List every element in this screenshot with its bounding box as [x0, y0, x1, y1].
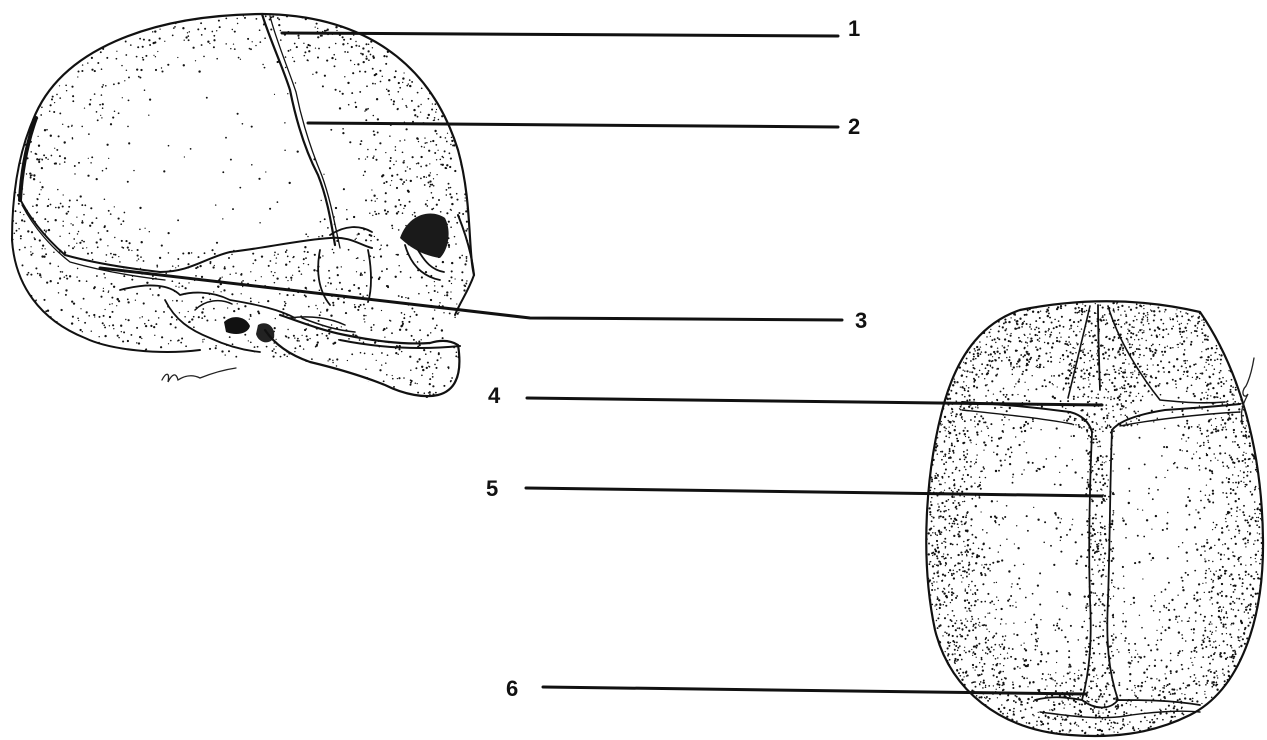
- label-4: 4: [488, 383, 501, 408]
- coronal-suture: [262, 14, 335, 245]
- superior-skull-view: [919, 295, 1267, 740]
- leader-line-5: [526, 488, 1102, 496]
- label-5: 5: [486, 476, 498, 501]
- label-2: 2: [848, 114, 860, 139]
- external-ear-opening: [224, 317, 250, 334]
- leader-line-4: [527, 398, 1102, 405]
- label-3: 3: [855, 308, 867, 333]
- lateral-skull-view: [9, 11, 477, 401]
- leader-line-2: [308, 123, 838, 127]
- artist-signature-superior: [1241, 358, 1254, 420]
- label-1: 1: [848, 16, 860, 41]
- leader-line-6: [543, 687, 1086, 694]
- artist-signature: [162, 368, 236, 382]
- label-6: 6: [506, 676, 518, 701]
- labels: 1 2 3 4 5 6: [486, 16, 867, 701]
- superior-skull-stippling: [919, 295, 1267, 740]
